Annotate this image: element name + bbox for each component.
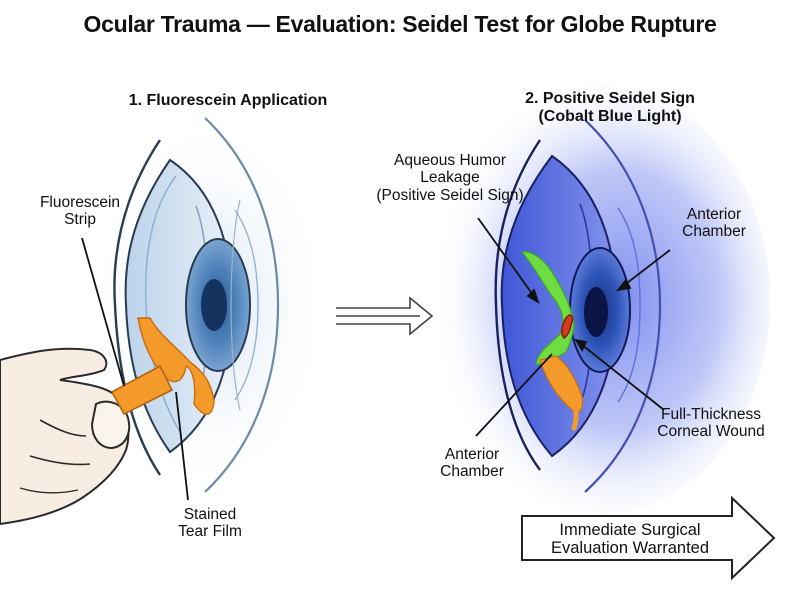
tear-drip bbox=[567, 385, 579, 431]
chamber-bottom-leader bbox=[475, 353, 553, 437]
label-line: Tear Film bbox=[178, 523, 242, 541]
label-line: Aqueous Humor bbox=[393, 152, 506, 169]
panel1-heading: 1. Fluorescein Application bbox=[128, 92, 328, 109]
label-line: Anterior bbox=[686, 206, 742, 223]
leak-leader-head bbox=[526, 288, 540, 305]
label-line: Fluorescein bbox=[39, 194, 121, 211]
fluorescein-strip bbox=[110, 364, 174, 416]
anterior-chamber-top-label: Anterior Chamber bbox=[654, 206, 774, 241]
corneal-wound-label: Full-Thickness Corneal Wound bbox=[626, 406, 796, 441]
page-title: Ocular Trauma — Evaluation: Seidel Test … bbox=[83, 11, 717, 37]
finger-crease-2 bbox=[29, 455, 91, 466]
panel2-leaders bbox=[475, 217, 671, 437]
label-line: Chamber bbox=[682, 223, 746, 241]
eye-icon bbox=[430, 85, 770, 515]
panel2-heading: 2. Positive Seidel Sign (Cobalt Blue Lig… bbox=[470, 90, 750, 126]
label-line: Full-Thickness bbox=[661, 406, 761, 423]
globe-outline bbox=[204, 117, 280, 493]
lens-line bbox=[234, 209, 259, 401]
callout-arrow bbox=[521, 495, 776, 581]
wound-leader bbox=[575, 339, 665, 411]
leak-leader bbox=[477, 217, 539, 303]
eyelid-outline-2 bbox=[494, 139, 541, 471]
callout-line: Evaluation Warranted bbox=[550, 539, 710, 558]
chamber-top-leader-head bbox=[615, 278, 632, 292]
label-line: Stained bbox=[183, 506, 237, 523]
wound-leader-head bbox=[574, 338, 588, 352]
globe-outline-2 bbox=[584, 119, 662, 493]
arrow-right-icon bbox=[336, 296, 434, 336]
stained-tear-film-label: Stained Tear Film bbox=[150, 506, 270, 541]
hand-icon bbox=[0, 347, 131, 526]
pupil-2 bbox=[584, 287, 608, 337]
lens-line-3 bbox=[617, 207, 641, 403]
label-line: Anterior bbox=[444, 446, 500, 463]
anterior-chamber-bottom-label: Anterior Chamber bbox=[412, 446, 532, 481]
lens-line-2 bbox=[230, 199, 241, 411]
label-line: Chamber bbox=[440, 463, 504, 481]
pupil bbox=[201, 279, 227, 331]
strip-leader bbox=[81, 237, 125, 387]
film-leader bbox=[175, 391, 189, 501]
corneal-wound bbox=[561, 314, 574, 339]
callout-line: Immediate Surgical bbox=[559, 521, 701, 539]
fluorescein-strip-label: Fluorescein Strip bbox=[20, 194, 140, 229]
finger-crease-3 bbox=[19, 487, 79, 494]
heading-line: (Cobalt Blue Light) bbox=[538, 107, 682, 125]
aqueous-leak-label: Aqueous Humor Leakage (Positive Seidel S… bbox=[350, 152, 550, 204]
thumb bbox=[90, 400, 131, 450]
label-line: Strip bbox=[64, 211, 96, 229]
heading-line: 2. Positive Seidel Sign bbox=[525, 90, 695, 107]
callout-text: Immediate Surgical Evaluation Warranted bbox=[530, 521, 730, 558]
finger-crease bbox=[39, 419, 87, 437]
label-line: Leakage bbox=[420, 169, 480, 187]
label-line: (Positive Seidel Sign) bbox=[376, 186, 524, 204]
eyelid-outline bbox=[113, 139, 161, 476]
panel1-leaders bbox=[81, 237, 189, 501]
hand bbox=[0, 347, 130, 526]
label-line: Corneal Wound bbox=[657, 423, 765, 441]
cornea-inner-line bbox=[144, 175, 181, 433]
